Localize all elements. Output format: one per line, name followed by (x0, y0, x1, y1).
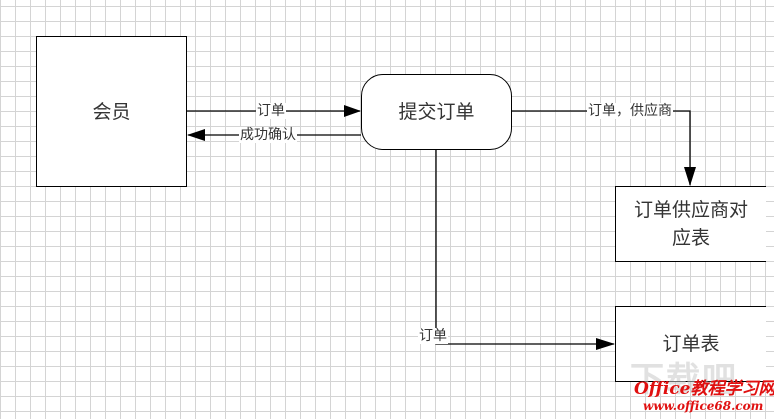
node-submit-order-label: 提交订单 (398, 101, 475, 123)
node-order-table-label: 订单表 (662, 333, 720, 355)
node-order-supplier-table[interactable]: 订单供应商对 应表 (615, 186, 766, 262)
node-order-table[interactable]: 订单表 (615, 306, 766, 382)
watermark-title: Office教程学习网 (634, 379, 774, 399)
arrowhead-submit-to-supplier-table (684, 167, 696, 186)
edge-submit-to-order-table (435, 149, 614, 345)
edge-label-submit-to-member: 成功确认 (239, 127, 297, 143)
edge-label-submit-to-supplier-table: 订单，供应商 (587, 103, 673, 119)
edge-submit-to-supplier-table (511, 110, 691, 185)
node-member-label: 会员 (92, 100, 131, 123)
node-member[interactable]: 会员 (36, 36, 187, 187)
arrowhead-member-to-submit (344, 105, 361, 117)
edge-label-member-to-submit: 订单 (256, 103, 286, 119)
arrowhead-submit-to-member (187, 129, 205, 141)
edge-label-submit-to-order-table: 订单 (418, 328, 448, 344)
watermark-ghost-logo: 下载吧 (630, 360, 738, 400)
node-order-supplier-table-label-line2: 应表 (671, 227, 710, 249)
node-order-supplier-table-label-line1: 订单供应商对 (633, 199, 748, 221)
watermark-url: www.office68.com (643, 399, 764, 413)
arrowhead-submit-to-order-table (596, 338, 615, 350)
node-submit-order[interactable]: 提交订单 (361, 74, 512, 150)
